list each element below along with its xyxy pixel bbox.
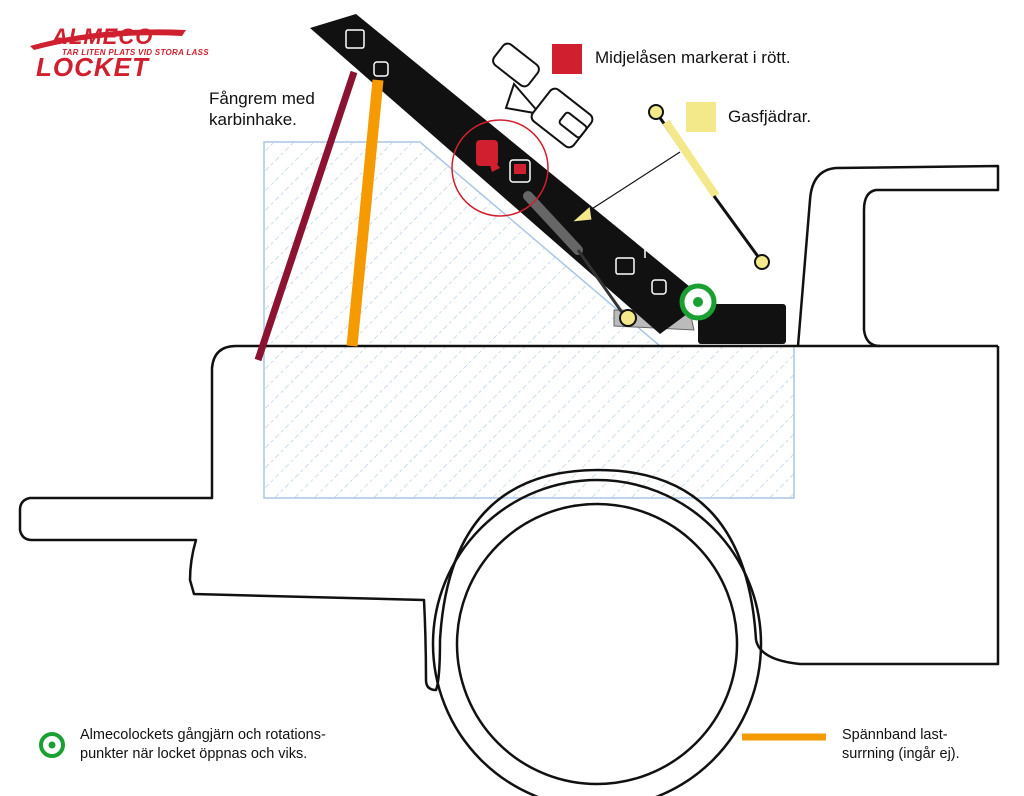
hinge-pivot-icon — [679, 283, 717, 321]
hinge-legend-text: Almecolockets gångjärn och rotations- pu… — [80, 726, 326, 764]
logo-swoosh — [30, 29, 186, 50]
ratchet-legend-line1: Spännband last- — [842, 727, 948, 743]
strap-label-line2: karbinhake. — [209, 110, 297, 129]
rear-wheel — [431, 478, 763, 796]
ratchet-legend-text: Spännband last- surrning (ingår ej). — [842, 726, 960, 764]
catch-strap — [254, 70, 358, 362]
open-lid — [310, 14, 706, 334]
gas-spring-detail — [648, 104, 770, 270]
logo-tagline: TAR LITEN PLATS VID STORA LASS — [62, 48, 209, 57]
midlock-legend-swatch — [552, 44, 582, 74]
midlock-label: Midjelåsen markerat i rött. — [595, 48, 791, 67]
midlock-detail-icon — [492, 42, 594, 149]
gas-spring-pointer — [570, 151, 681, 223]
hinge-legend-line2: punkter när locket öppnas och viks. — [80, 746, 308, 762]
ratchet-legend-line2: surrning (ingår ej). — [842, 746, 960, 762]
logo-locket: LOCKET — [36, 52, 149, 82]
ratchet-strap — [346, 79, 384, 347]
midlock-highlight — [451, 119, 549, 217]
hinge-legend-line1: Almecolockets gångjärn och rotations- — [80, 727, 326, 743]
gas-spring-label: Gasfjädrar. — [728, 107, 812, 126]
truck-outline — [18, 164, 1000, 692]
strap-label: Fångrem med karbinhake. — [209, 88, 315, 130]
gas-spring-legend-swatch — [686, 102, 716, 132]
strap-label-line1: Fångrem med — [209, 89, 315, 108]
logo-almeco: ALMECO — [52, 24, 154, 49]
hinge-legend-icon — [39, 732, 65, 758]
